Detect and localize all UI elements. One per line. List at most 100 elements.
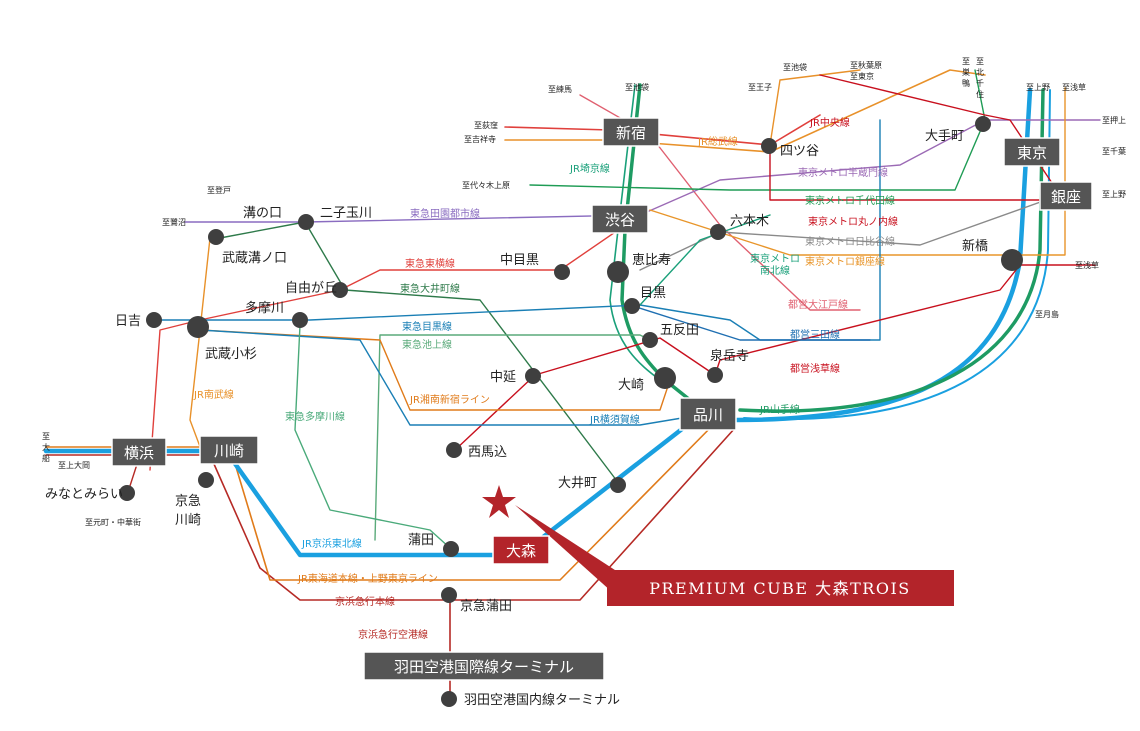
label-jr-chuo: JR中央線	[809, 116, 850, 129]
hub-box-haneda-intl	[363, 651, 605, 681]
node-haneda-dom	[441, 691, 457, 707]
dir-kitasenju-3: 千	[976, 78, 984, 88]
label-hibiya: 東京メトロ日比谷線	[805, 235, 895, 248]
label-tokaido: JR東海道本線・上野東京ライン	[297, 572, 438, 585]
hub-box-yokohama	[111, 437, 167, 467]
hub-yokohama: 横浜	[124, 444, 154, 462]
line-labels: JR中央線 JR総武線 JR埼京線 東京メトロ半蔵門線 東京メトロ千代田線 東京…	[193, 116, 898, 641]
dir-kitasenju-4: 住	[976, 89, 984, 99]
property-star-icon	[482, 485, 516, 518]
station-labels: 四ツ谷 大手町 六本木 新橋 恵比寿 中目黒 目黒 五反田 泉岳寺 大崎 中延 …	[45, 129, 988, 708]
hub-omori: 大森	[506, 542, 536, 560]
label-yokosuka: JR横須賀線	[589, 413, 640, 426]
meguro-line	[154, 119, 881, 341]
label-mizonokuchi: 溝の口	[243, 206, 282, 221]
hub-box-shibuya	[591, 204, 649, 234]
node-tamagawa	[292, 312, 308, 328]
dir-ofuna-2: 大	[42, 442, 50, 452]
label-denen: 東急田園都市線	[410, 207, 480, 220]
label-nakameguro: 中目黒	[500, 253, 539, 268]
chuo-line-2	[769, 69, 861, 146]
hub-ginza: 銀座	[1051, 188, 1081, 206]
label-ginza: 東京メトロ銀座線	[805, 255, 885, 268]
hub-shibuya: 渋谷	[605, 211, 635, 229]
node-minatomirai	[119, 485, 135, 501]
label-namboku-1: 東京メトロ	[750, 252, 800, 265]
tamagawa-line	[294, 324, 451, 549]
callout-box	[607, 570, 954, 606]
label-gotanda: 五反田	[660, 323, 699, 338]
station-nodes	[119, 116, 1023, 707]
label-nishimagome: 西馬込	[468, 445, 507, 460]
hub-boxes: 新宿 渋谷 東京 銀座 品川 横浜 川崎 大森 羽田空港国際線ターミナル	[111, 117, 1093, 681]
chuo-line	[504, 114, 821, 146]
dir-oji: 至王子	[748, 83, 772, 92]
dir-kitasenju-2: 北	[976, 68, 984, 77]
dir-sugamo-2: 巣	[962, 67, 970, 77]
label-asakusa: 都営浅草線	[790, 362, 840, 375]
node-oimachi	[610, 477, 626, 493]
dir-ofuna-3: 船	[42, 453, 50, 463]
label-keikyu-kawasaki-2: 川崎	[175, 513, 201, 528]
yokosuka-line	[199, 329, 701, 426]
dir-ueno-2: 至上野	[1102, 190, 1126, 199]
label-musashikosugi: 武蔵小杉	[205, 347, 257, 362]
node-nakameguro	[554, 264, 570, 280]
node-kamata	[443, 541, 459, 557]
dir-ikebukuro-1: 至池袋	[625, 82, 649, 92]
label-tamagawa: 多摩川	[245, 300, 284, 316]
label-musashi-mizonokuchi: 武蔵溝ノ口	[222, 251, 287, 266]
label-roppongi: 六本木	[730, 214, 769, 229]
dir-motomachi: 至元町・中華街	[85, 517, 141, 527]
yamanote-line-inner	[743, 89, 1051, 421]
label-meguro: 東急目黒線	[402, 320, 452, 333]
hub-shinagawa: 品川	[693, 406, 723, 424]
label-nambu: JR南武線	[193, 388, 234, 401]
label-chiyoda: 東京メトロ千代田線	[805, 194, 895, 207]
tokaido-line	[45, 417, 721, 581]
namboku-line	[639, 214, 771, 306]
hub-box-shinjuku	[602, 117, 660, 147]
dir-akihabara-2: 至東京	[850, 71, 874, 81]
label-mita: 都営三田線	[790, 328, 840, 341]
label-otemachi: 大手町	[925, 129, 964, 144]
node-gotanda	[642, 332, 658, 348]
hub-box-ginza	[1039, 181, 1093, 211]
shonan-line	[199, 329, 671, 411]
label-meguro: 目黒	[640, 286, 666, 301]
chiyoda-line	[529, 69, 986, 191]
callout-label: PREMIUM CUBE 大森TROIS	[649, 579, 911, 598]
node-hiyoshi	[146, 312, 162, 328]
hub-shinjuku: 新宿	[616, 124, 646, 142]
hub-kawasaki: 川崎	[214, 442, 244, 460]
label-keikyu-kawasaki-1: 京急	[175, 494, 201, 509]
label-yamanote: JR山手線	[759, 403, 800, 416]
node-musashikosugi	[187, 316, 209, 338]
label-jiyugaoka: 自由が丘	[285, 281, 337, 296]
dir-sugamo-1: 至	[962, 57, 970, 66]
label-toyoko: 東急東横線	[405, 257, 455, 270]
label-marunouchi: 東京メトロ丸ノ内線	[808, 215, 898, 228]
dir-kitasenju-1: 至	[976, 57, 984, 66]
hub-box-kawasaki	[199, 435, 259, 465]
dir-yoyogiuehara: 至代々木上原	[462, 180, 510, 190]
nambu-line	[189, 237, 211, 461]
label-tamagawa: 東急多摩川線	[285, 410, 345, 423]
dir-chiba: 至千葉	[1102, 146, 1126, 156]
label-hiyoshi: 日吉	[115, 314, 141, 329]
dir-kamiooka: 至上大岡	[58, 460, 90, 470]
node-osaki	[654, 367, 676, 389]
node-mizonokuchi	[208, 229, 224, 245]
dir-ueno: 至上野	[1026, 83, 1050, 92]
label-shinbashi: 新橋	[962, 238, 988, 254]
label-osaki: 大崎	[618, 378, 644, 393]
hub-tokyo: 東京	[1017, 144, 1047, 162]
label-keikyu-main: 京浜急行本線	[335, 595, 395, 608]
dir-sagiunuma: 至鷺沼	[162, 217, 186, 227]
dir-ogikubo: 至荻窪	[474, 120, 498, 130]
hibiya-line	[639, 194, 1061, 271]
node-roppongi	[710, 224, 726, 240]
ikegami-line	[374, 334, 651, 541]
dir-sugamo-3: 鴨	[962, 78, 970, 88]
